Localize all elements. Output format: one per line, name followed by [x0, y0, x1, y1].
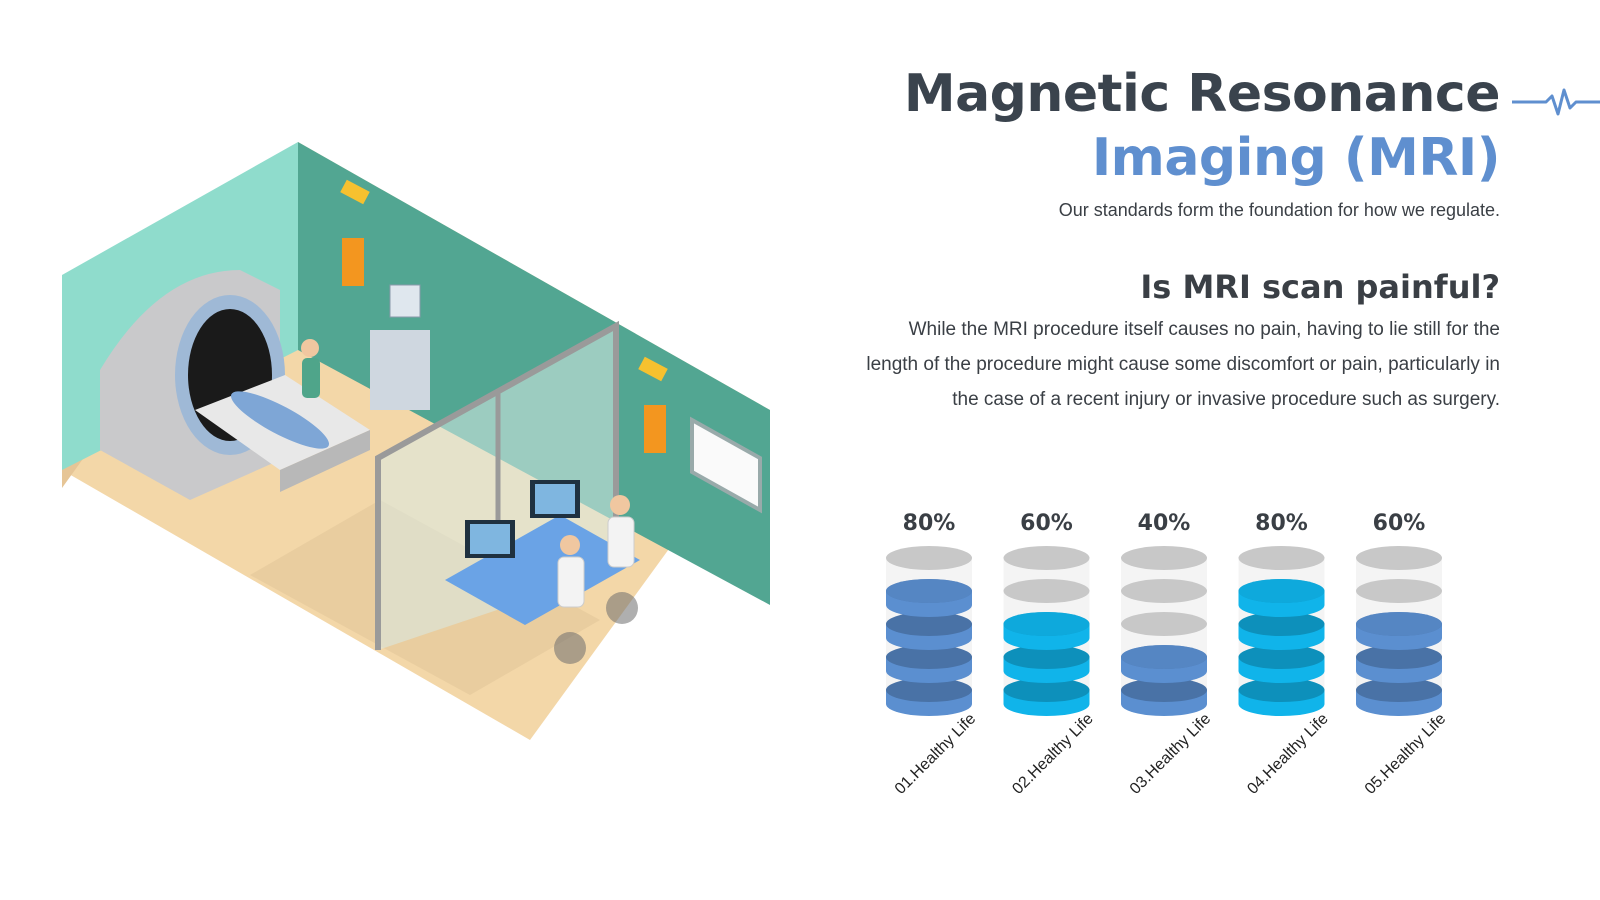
- subtitle: Our standards form the foundation for ho…: [1058, 200, 1500, 220]
- disk-empty: [886, 546, 972, 570]
- radiation-sign: [644, 405, 666, 453]
- disk-empty: [1121, 579, 1207, 603]
- value-label: 60%: [1373, 511, 1426, 536]
- value-label: 60%: [1020, 511, 1073, 536]
- question-heading: Is MRI scan painful?: [1140, 268, 1500, 306]
- category-label: 02.Healthy Life: [1009, 710, 1097, 798]
- equipment-cart: [370, 330, 430, 410]
- value-label: 80%: [903, 511, 956, 536]
- question-body: While the MRI procedure itself causes no…: [866, 319, 1500, 410]
- mri-room-illustration: [62, 142, 770, 740]
- disk-empty: [1121, 612, 1207, 636]
- title-block: Magnetic Resonance Imaging (MRI) Our sta…: [903, 62, 1501, 221]
- disk-empty: [1356, 579, 1442, 603]
- patient: [230, 391, 330, 449]
- disk-empty: [1238, 546, 1325, 570]
- disk-filled-top: [1238, 678, 1325, 702]
- disk-filled-top: [886, 645, 972, 669]
- category-label: 01.Healthy Life: [892, 710, 980, 798]
- disk-empty: [1356, 546, 1442, 570]
- disk-filled-top: [1356, 678, 1442, 702]
- disk-filled-top: [1121, 678, 1207, 702]
- disk-empty: [1003, 579, 1090, 603]
- disk-filled-top: [886, 678, 972, 702]
- control-desk: [445, 515, 640, 625]
- category-label: 04.Healthy Life: [1244, 710, 1332, 798]
- category-label: 03.Healthy Life: [1127, 710, 1215, 798]
- disk-filled-top: [1238, 645, 1325, 669]
- disk-filled-top: [1238, 612, 1325, 636]
- disk-empty: [1003, 546, 1090, 570]
- disk-filled-top: [1003, 645, 1090, 669]
- disk-bar-chart: 80% 01.Healthy Life 60% 02.Healthy Life 40% 0…: [886, 511, 1450, 798]
- disk-filled-top: [1356, 645, 1442, 669]
- title-line-1: Magnetic Resonance: [903, 64, 1501, 124]
- title-line-2: Imaging (MRI): [1091, 128, 1501, 188]
- whiteboard: [690, 416, 762, 514]
- value-label: 40%: [1138, 511, 1191, 536]
- radiation-sign: [342, 238, 364, 286]
- disk-empty: [1121, 546, 1207, 570]
- category-label: 05.Healthy Life: [1362, 710, 1450, 798]
- pulse-line-icon: [1512, 88, 1600, 116]
- disk-filled-top: [886, 612, 972, 636]
- disk-filled-top: [1003, 678, 1090, 702]
- value-label: 80%: [1255, 511, 1308, 536]
